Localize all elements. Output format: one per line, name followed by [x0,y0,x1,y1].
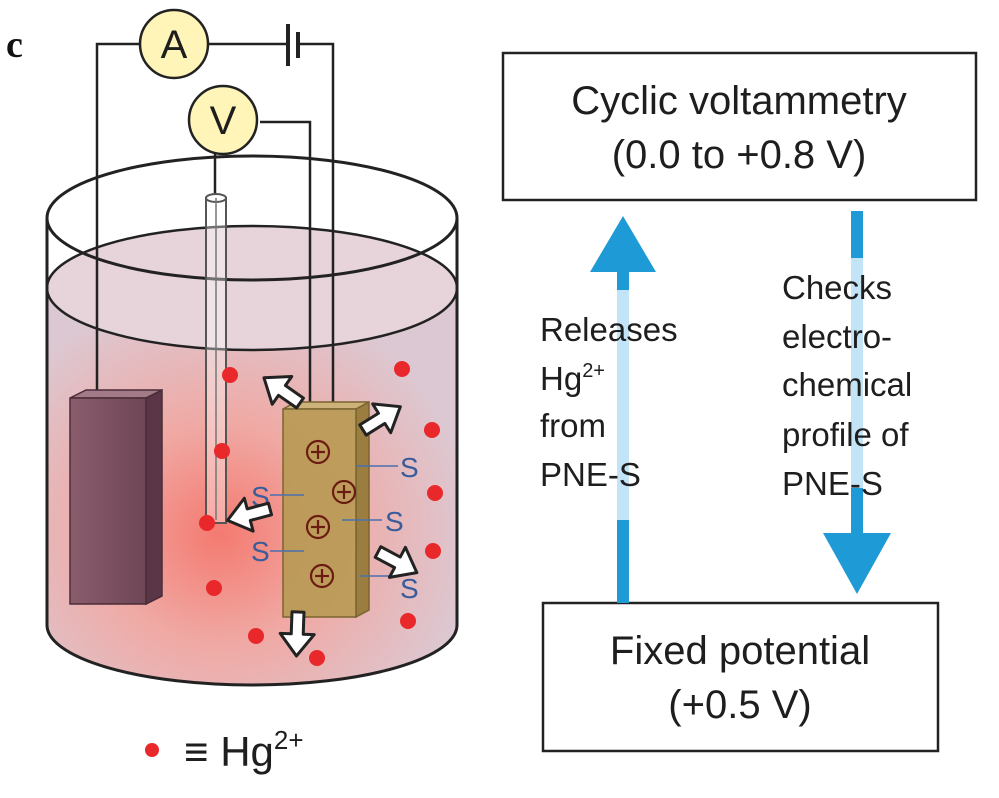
panel-label: c [6,24,23,66]
positive-charge-icon [305,439,331,465]
cyclic-voltammetry-box: Cyclic voltammetry (0.0 to +0.8 V) [501,51,978,202]
release-arrow-icon [225,496,274,533]
circuit-wires [95,42,335,402]
svg-text:V: V [210,99,237,143]
mercury-ion-icon [394,361,410,377]
mercury-ion-icon [427,485,443,501]
release-arrows [225,374,419,658]
svg-text:PNE-S: PNE-S [782,465,883,502]
positive-charge-icon [309,563,335,589]
svg-text:electro-: electro- [782,318,892,355]
up-arrow-icon [590,216,656,603]
liquid-surface [45,224,459,352]
release-arrow-icon [278,610,316,658]
svg-text:Hg2+: Hg2+ [540,360,605,397]
legend: ≡ Hg2+ [145,725,304,775]
svg-text:PNE-S: PNE-S [540,456,641,493]
svg-text:S: S [251,536,270,567]
thiol-group: S [342,506,404,537]
legend-ion-icon [145,743,159,757]
mercury-ion-icon [424,422,440,438]
svg-text:profile of: profile of [782,416,909,453]
releases-label: Releases Hg2+ from PNE-S [540,311,678,493]
svg-text:(0.0 to +0.8 V): (0.0 to +0.8 V) [612,133,867,177]
positive-charges [305,439,357,589]
thiol-groups: S S S S S [251,452,419,604]
down-arrow-icon [823,211,891,594]
svg-text:A: A [161,23,188,67]
mercury-ion-icon [206,580,222,596]
legend-text: ≡ Hg2+ [184,725,304,775]
mercury-ion-icon [400,613,416,629]
svg-text:Fixed potential: Fixed potential [610,629,870,673]
mercury-ion-icon [222,367,238,383]
positive-charge-icon [305,514,331,540]
checks-label: Checks electro- chemical profile of PNE-… [782,269,912,502]
svg-text:S: S [385,506,404,537]
beaker-bottom [45,624,459,687]
svg-text:Cyclic voltammetry: Cyclic voltammetry [571,79,907,123]
svg-text:from: from [540,407,606,444]
counter-electrode [69,388,163,606]
battery-icon [286,24,300,66]
positive-charge-icon [331,479,357,505]
mercury-ion-icon [309,650,325,666]
thiol-group: S [356,452,419,483]
voltmeter-icon: V [187,84,259,156]
reference-electrode [205,193,227,524]
fixed-potential-box: Fixed potential (+0.5 V) [541,601,940,753]
ammeter-icon: A [138,8,210,80]
svg-text:Checks: Checks [782,269,892,306]
svg-text:S: S [400,573,419,604]
svg-text:(+0.5 V): (+0.5 V) [668,683,811,727]
release-arrow-icon [358,402,402,437]
working-electrode [282,400,370,619]
mercury-ion-icon [199,515,215,531]
svg-text:Releases: Releases [540,311,678,348]
mercury-ion-icon [248,628,264,644]
release-arrow-icon [373,545,419,579]
mercury-ion-icon [425,543,441,559]
mercury-ions [199,361,443,666]
svg-text:S: S [400,452,419,483]
svg-text:chemical: chemical [782,366,912,403]
mercury-ion-icon [214,443,230,459]
thiol-group: S [251,536,304,567]
beaker-rim [45,154,459,282]
release-arrow-icon [262,374,305,410]
